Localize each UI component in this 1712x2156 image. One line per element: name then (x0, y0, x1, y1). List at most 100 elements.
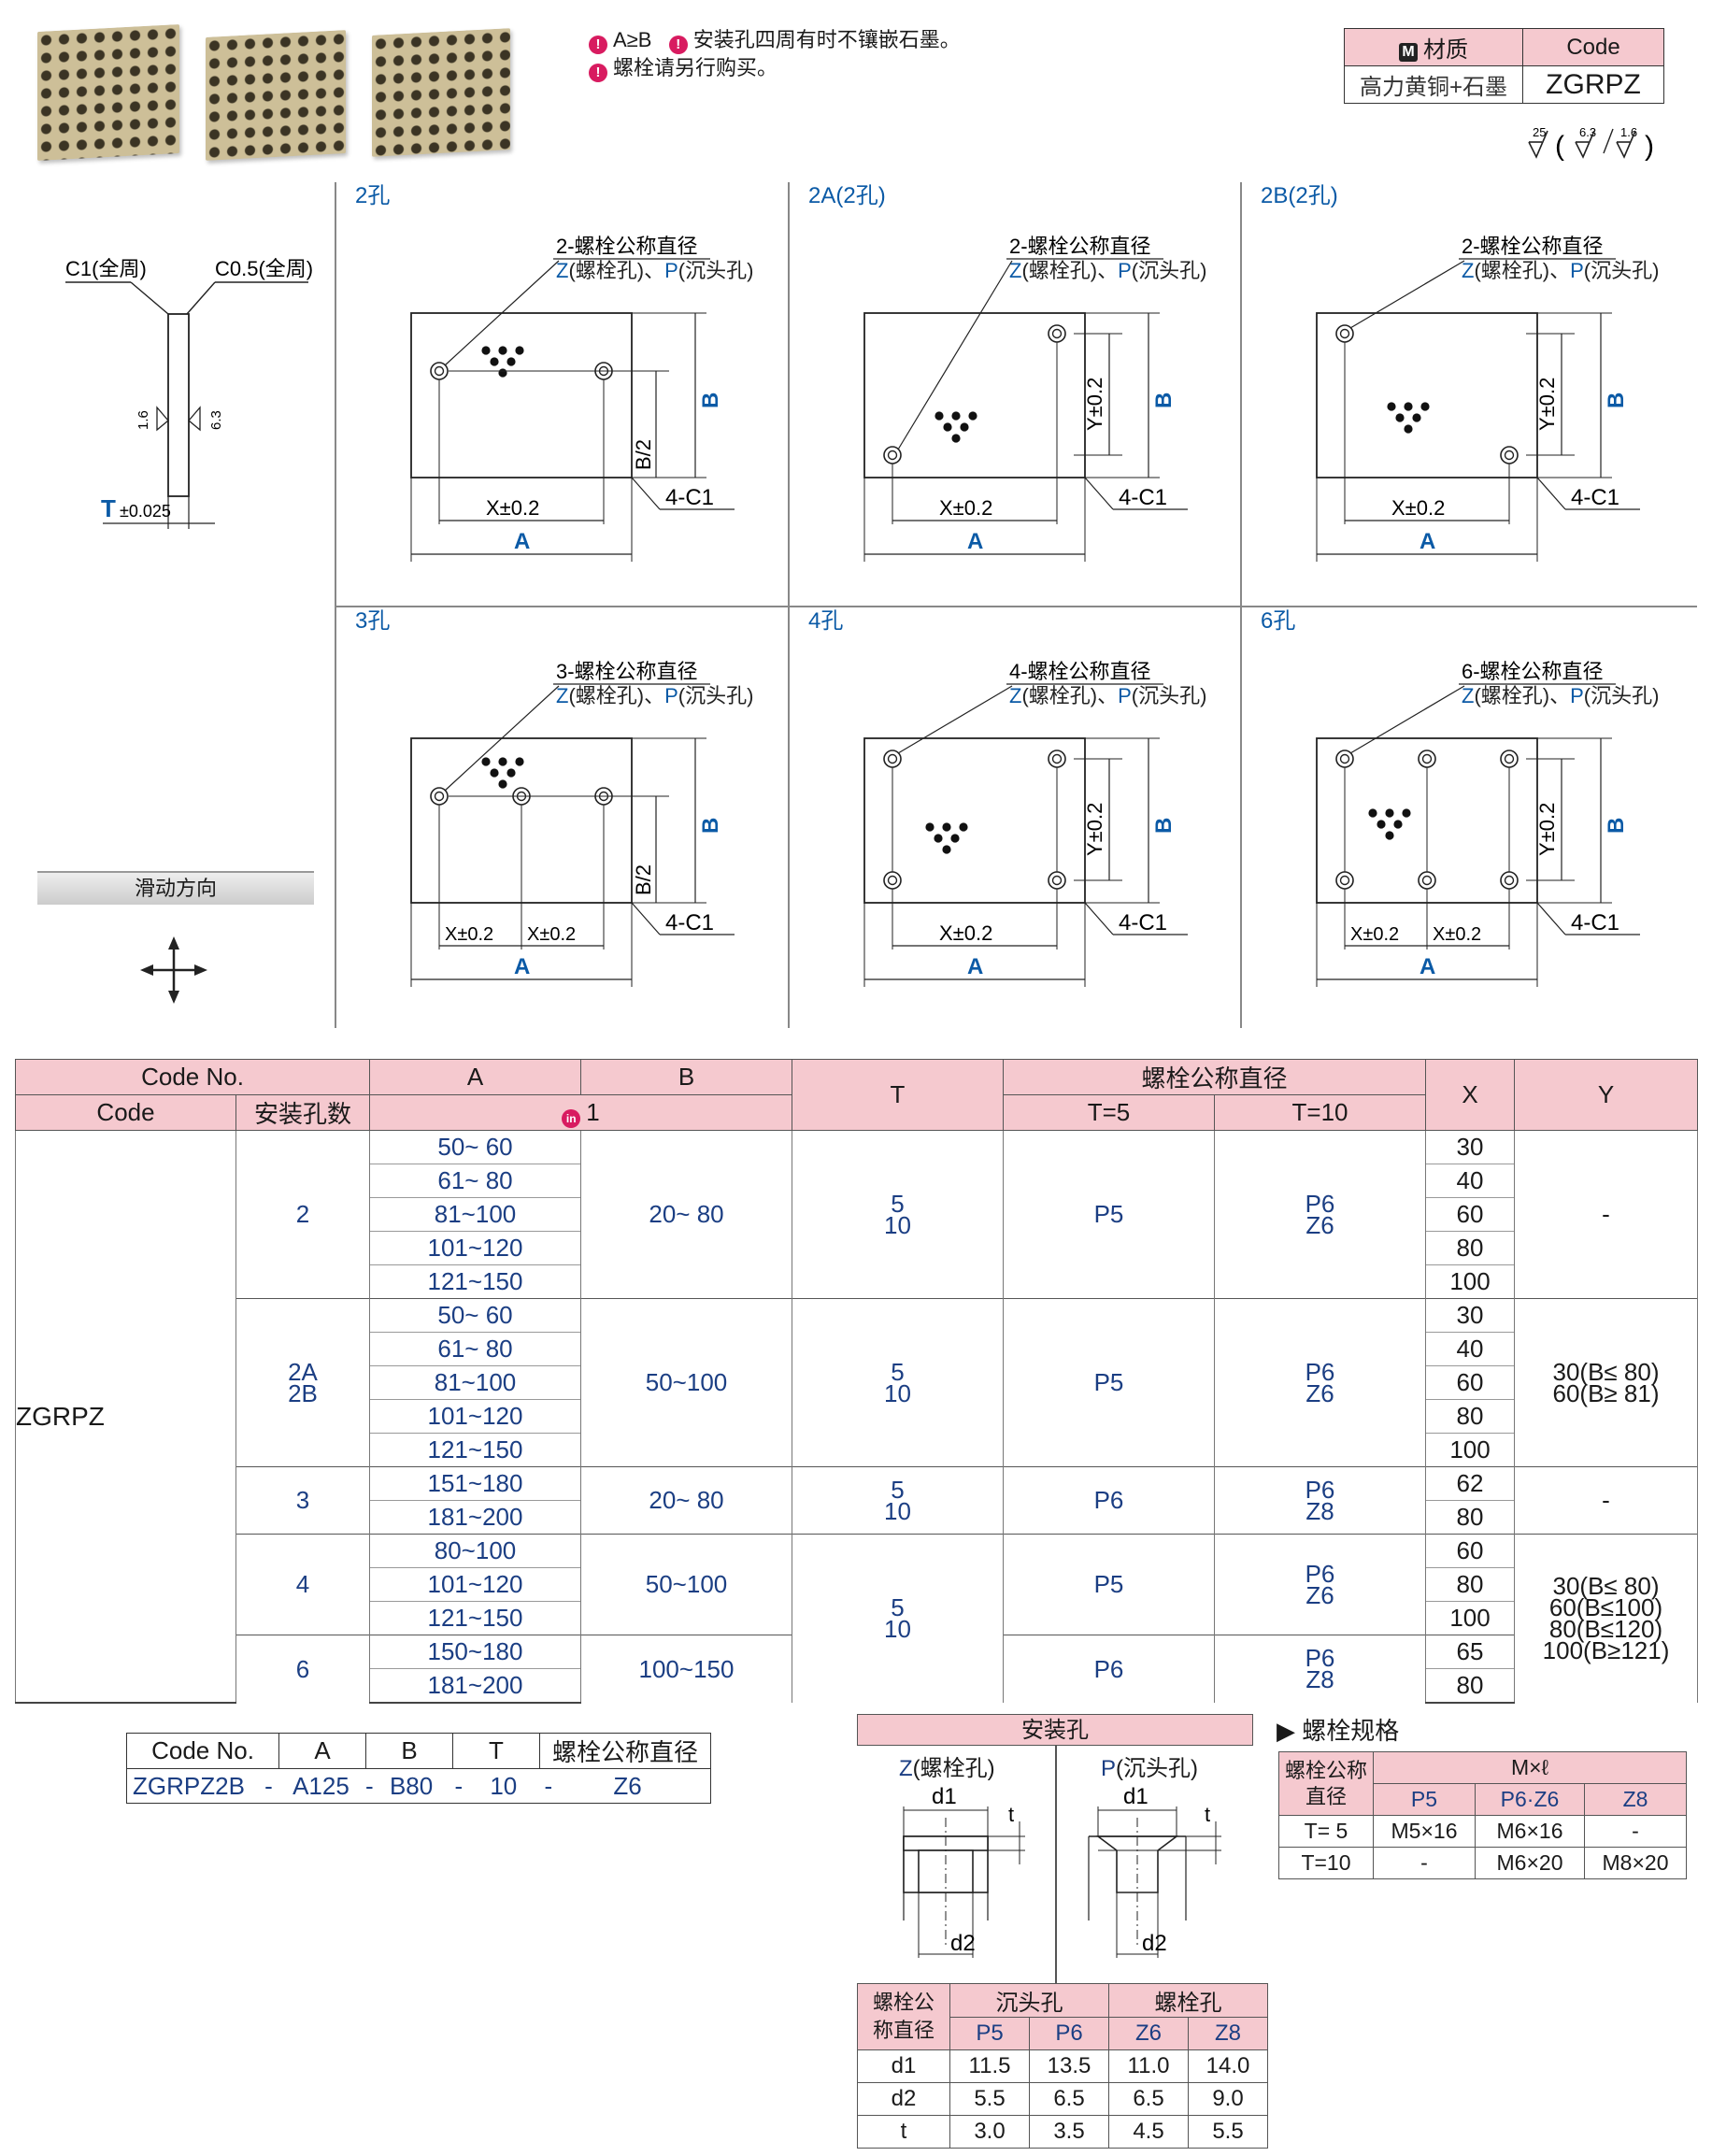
graphite-dot (950, 834, 960, 843)
svg-text:): ) (1645, 131, 1654, 162)
dim-x-label: X±0.2 (445, 924, 493, 945)
graphite-dot (1412, 413, 1421, 422)
b-range-cell: 100~150 (580, 1635, 792, 1703)
x-cell: 65 (1425, 1635, 1516, 1669)
hole-type-label: Z(螺栓孔)、P(沉头孔) (556, 259, 753, 282)
hole-row-d1: d1 11.5 13.5 11.0 14.0 (857, 2049, 1268, 2083)
hole-p-letter: P (1101, 1756, 1117, 1781)
p-t-label: t (1205, 1803, 1210, 1826)
bolt-callout-label: 4-螺栓公称直径 (1009, 660, 1151, 683)
x-cell: 40 (1425, 1164, 1516, 1198)
bolt-spec-title: 螺栓规格 (1302, 1717, 1400, 1745)
hole-layout-diagram: 2A(2孔)2-螺栓公称直径Z(螺栓孔)、P(沉头孔)BY±0.24-C1X±0… (808, 183, 1206, 562)
grid-divider (1240, 182, 1242, 1028)
dim-b-label: B (1604, 818, 1629, 834)
hole-spec-title: 安装孔 (857, 1714, 1253, 1746)
product-photo-2 (206, 30, 346, 161)
graphite-dot (1385, 808, 1394, 818)
a-range-cell: 81~100 (369, 1197, 581, 1232)
bolt-callout-label: 2-螺栓公称直径 (1009, 235, 1151, 258)
chamfer-4c1-label: 4-C1 (1571, 910, 1619, 935)
dim-x-label: X±0.2 (939, 921, 992, 945)
material-code: ZGRPZ (1522, 65, 1664, 104)
hole-cell: 9.0 (1188, 2082, 1268, 2116)
b-range-cell: 50~100 (580, 1534, 792, 1635)
a-range-cell: 121~150 (369, 1601, 581, 1635)
x-cell: 100 (1425, 1433, 1516, 1467)
order-b: B80 (389, 1771, 434, 1800)
header-unit-value: 1 (586, 1097, 600, 1126)
header-b: B (580, 1059, 792, 1095)
warning-icon: ! (589, 64, 607, 82)
holes-cell: 4 (235, 1534, 370, 1635)
dim-x-label: X±0.2 (1391, 496, 1445, 520)
surface-roughness-symbol: 25 ( 6.3 1.6 ) (1528, 125, 1654, 162)
chamfer-c1-label: C1(全周) (65, 257, 147, 280)
graphite-dot (951, 411, 961, 421)
graphite-dot (925, 822, 934, 832)
bolt-row-t: T= 5 (1278, 1815, 1374, 1848)
hole-p-label: (沉头孔) (1116, 1756, 1198, 1781)
holes-cell: 2 (235, 1130, 370, 1299)
dim-x-label: X±0.2 (1350, 924, 1399, 945)
chamfer-c05-label: C0.5(全周) (215, 257, 313, 280)
mounting-hole-icon (1048, 871, 1066, 949)
graphite-dot (960, 422, 969, 432)
a-range-cell: 50~ 60 (369, 1298, 581, 1333)
a-range-cell: 50~ 60 (369, 1130, 581, 1164)
dim-b2-label: B/2 (632, 439, 655, 470)
view-title: 2孔 (355, 183, 390, 208)
code-cell: ZGRPZ (15, 1130, 236, 1704)
bolt-t5-cell: P5 (1003, 1130, 1215, 1299)
graphite-dot (515, 346, 524, 355)
graphite-dot (1420, 402, 1430, 411)
order-t: 10 (490, 1771, 518, 1800)
mounting-hole-icon (1335, 324, 1354, 524)
a-range-cell: 61~ 80 (369, 1164, 581, 1198)
z-d2-label: d2 (950, 1931, 976, 1956)
dim-y-label: Y±0.2 (1535, 803, 1559, 856)
hole-row-d2: d2 5.5 6.5 6.5 9.0 (857, 2082, 1268, 2116)
graphite-dot (1368, 808, 1377, 818)
a-range-cell: 101~120 (369, 1399, 581, 1434)
bolt-col-p5: P5 (1373, 1783, 1476, 1816)
a-range-cell: 101~120 (369, 1231, 581, 1265)
a-range-cell: 121~150 (369, 1264, 581, 1299)
order-h-b: B (365, 1733, 453, 1769)
mounting-hole-icon (430, 787, 449, 949)
warning-icon: ! (589, 36, 607, 54)
dim-x-label: X±0.2 (1433, 924, 1481, 945)
dim-y-label: Y±0.2 (1083, 803, 1106, 856)
hole-cell: 11.0 (1108, 2049, 1189, 2083)
bolt-row-t: T=10 (1278, 1847, 1374, 1879)
hole-col-z6: Z6 (1108, 2017, 1189, 2050)
dim-a-label: A (967, 954, 983, 979)
bolt-cell: M8×20 (1584, 1847, 1687, 1879)
graphite-dot (498, 779, 507, 789)
z-t-label: t (1008, 1803, 1014, 1826)
notes: !A≥B !安装孔四周有时不镶嵌石墨。 !螺栓请另行购买。 (589, 26, 961, 82)
b-range-cell: 20~ 80 (580, 1466, 792, 1535)
holes-cell: 6 (235, 1635, 370, 1703)
header-code: Code (15, 1094, 236, 1131)
chamfer-4c1-label: 4-C1 (1119, 910, 1167, 935)
graphite-dot (1377, 820, 1386, 829)
mounting-hole-icon (883, 871, 902, 949)
x-cell: 60 (1425, 1534, 1516, 1568)
a-range-cell: 150~180 (369, 1635, 581, 1669)
plate-outline (1316, 312, 1538, 478)
bolt-col-p6z6: P6·Z6 (1475, 1783, 1585, 1816)
grid-divider (335, 606, 1697, 607)
mounting-hole-icon (1048, 324, 1066, 524)
